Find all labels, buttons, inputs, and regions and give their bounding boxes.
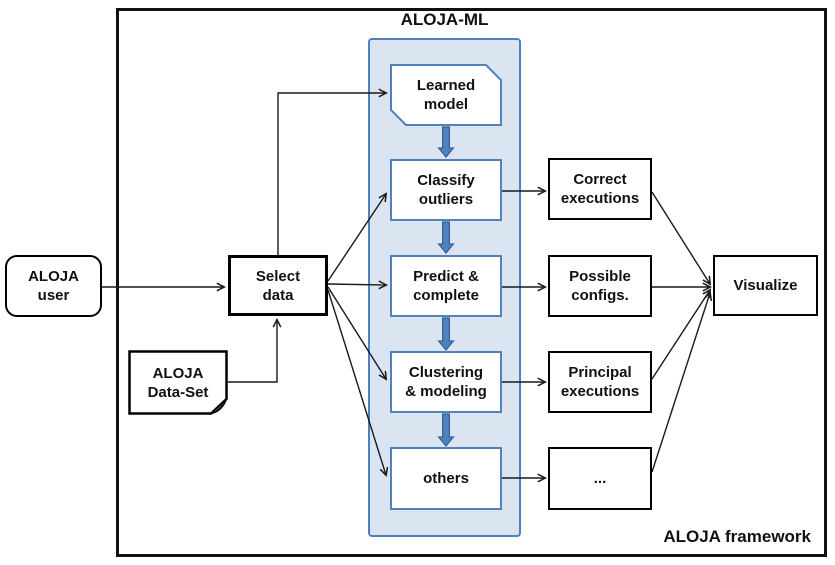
aloja-framework-label: ALOJA framework <box>663 527 811 546</box>
node-label-line: ALOJA <box>28 268 79 285</box>
node-select-data: Select data <box>228 255 328 316</box>
node-label-line: Learned <box>416 77 476 94</box>
node-label-line: data <box>262 286 294 304</box>
node-label-line: Data-Set <box>147 383 209 401</box>
node-label-line: ... <box>593 470 607 487</box>
node-aloja-dataset: ALOJA Data-Set <box>128 350 228 415</box>
node-classify-outliers: Classify outliers <box>390 159 502 221</box>
node-visualize: Visualize <box>713 255 818 316</box>
node-label-line: model <box>423 96 469 113</box>
node-predict-complete: Predict & complete <box>390 255 502 317</box>
node-label-line: outliers <box>418 191 474 208</box>
node-label-line: others <box>423 470 469 487</box>
node-aloja-user: ALOJA user <box>5 255 102 317</box>
node-clustering-modeling: Clustering & modeling <box>390 351 502 413</box>
node-label-line: Classify <box>417 172 475 189</box>
node-others: others <box>390 447 502 510</box>
node-possible-configs: Possible configs. <box>548 255 652 317</box>
node-label-line: Clustering <box>408 364 484 381</box>
node-principal-executions: Principal executions <box>548 351 652 413</box>
snip-corner-shape <box>390 64 502 126</box>
aloja-ml-title: ALOJA-ML <box>400 10 489 29</box>
node-label-line: Principal <box>568 364 632 381</box>
node-label-line: user <box>37 287 70 304</box>
node-label-line: Visualize <box>733 277 798 294</box>
node-label-line: & modeling <box>405 383 487 400</box>
node-more: ... <box>548 447 652 510</box>
node-label-line: complete <box>413 287 479 304</box>
node-learned-model: Learned model <box>390 64 502 126</box>
node-label-line: configs. <box>571 287 629 304</box>
node-correct-executions: Correct executions <box>548 158 652 220</box>
node-label-line: Possible <box>569 268 631 285</box>
aloja-framework-border <box>116 8 827 557</box>
node-label-line: executions <box>560 190 640 207</box>
node-label-line: executions <box>560 383 640 400</box>
node-label-line: Select <box>255 267 301 285</box>
folded-corner-icon <box>208 398 228 415</box>
node-label-line: Predict & <box>413 268 479 285</box>
node-label-line: Correct <box>573 171 627 188</box>
document-shape <box>128 350 228 415</box>
node-label-line: ALOJA <box>152 364 204 382</box>
